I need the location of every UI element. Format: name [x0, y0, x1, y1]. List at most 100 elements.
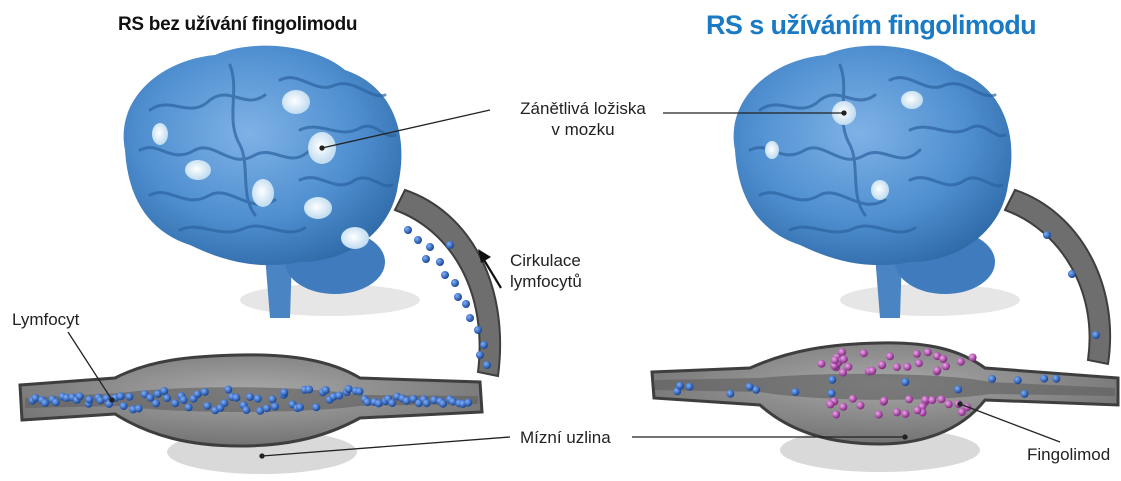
fingolimod-retained-cell [827, 400, 835, 408]
left-panel [20, 46, 500, 474]
fingolimod-retained-cell [831, 356, 839, 364]
circulation-label-line1: Cirkulace [510, 250, 582, 271]
circulation-label: Cirkulace lymfocytů [510, 250, 582, 292]
fingolimod-retained-cell [893, 363, 901, 371]
lesions-label-line1: Zánětlivá ložiska [508, 98, 658, 119]
lymphocyte-cell [126, 393, 134, 401]
lymphocyte-cell [242, 406, 250, 414]
fingolimod-label: Fingolimod [1027, 444, 1110, 465]
lymphocyte-label: Lymfocyt [12, 309, 79, 330]
lymphocyte-cell [828, 389, 836, 397]
lymphocyte-cell [163, 394, 171, 402]
fingolimod-retained-cell [838, 348, 846, 356]
fingolimod-retained-cell [939, 355, 947, 363]
lymphocyte-cell [726, 390, 734, 398]
lymphocyte-cell [375, 399, 383, 407]
lymphocyte-cell [1021, 390, 1029, 398]
lymphocyte-cell [246, 393, 254, 401]
lymphocyte-cell [280, 388, 288, 396]
lymphocyte-cell [201, 388, 209, 396]
fingolimod-retained-cell [905, 395, 913, 403]
fingolimod-retained-cell [832, 411, 840, 419]
lymphocyte-cell [322, 386, 330, 394]
lymphocyte-cell [160, 387, 168, 395]
lymphocyte-cell [269, 395, 277, 403]
fingolimod-retained-cell [868, 367, 876, 375]
lesions-label: Zánětlivá ložiska v mozku [508, 98, 658, 140]
lymphocyte-cell [296, 403, 304, 411]
fingolimod-retained-cell [893, 408, 901, 416]
fingolimod-retained-cell [914, 406, 922, 414]
lymphocyte-cell [439, 400, 447, 408]
fingolimod-retained-cell [969, 354, 977, 362]
lymphocyte-cell [41, 399, 49, 407]
lymphocyte-cell [254, 395, 262, 403]
fingolimod-retained-cell [942, 362, 950, 370]
lymphocyte-cell [152, 399, 160, 407]
fingolimod-retained-cell [875, 411, 883, 419]
fingolimod-retained-cell [860, 349, 868, 357]
lymphocyte-cell [263, 404, 271, 412]
lymphocyte-cell [305, 386, 313, 394]
lymphocyte-cell [363, 398, 371, 406]
lymphocyte-cell [232, 394, 240, 402]
fingolimod-retained-cell [840, 355, 848, 363]
lymphocyte-cell [120, 402, 128, 410]
lymphocyte-cell [988, 375, 996, 383]
lymphocyte-cell [194, 390, 202, 398]
lymphocyte-cell [335, 392, 343, 400]
fingolimod-retained-cell [878, 361, 886, 369]
lymphocyte-cell [224, 386, 232, 394]
title-left: RS bez užívání fingolimodu [118, 14, 357, 36]
lymphocyte-cell [203, 402, 211, 410]
fingolimod-callout-line [960, 404, 1060, 442]
lymphocyte-cell [356, 387, 364, 395]
lymphocyte-cell [135, 405, 143, 413]
circulation-label-line2: lymfocytů [510, 271, 582, 292]
fingolimod-retained-cell [849, 395, 857, 403]
lymphocyte-cell [146, 394, 154, 402]
fingolimod-retained-cell [902, 410, 910, 418]
lymphocyte-cell [85, 396, 93, 404]
lymphocyte-cell [791, 388, 799, 396]
fingolimod-retained-cell [886, 352, 894, 360]
lymphocyte-cell [403, 397, 411, 405]
fingolimod-retained-cell [937, 395, 945, 403]
lymphocyte-cell [117, 392, 125, 400]
lymphocyte-cell [828, 376, 836, 384]
fingolimod-retained-cell [839, 403, 847, 411]
fingolimod-retained-cell [921, 396, 929, 404]
fingolimod-retained-cell [945, 400, 953, 408]
lymphocyte-cell [76, 392, 84, 400]
lymphocyte-cell [901, 378, 909, 386]
fingolimod-retained-cell [818, 360, 826, 368]
lymphocyte-cell [345, 385, 353, 393]
title-right: RS s užíváním fingolimodu [706, 10, 1036, 41]
fingolimod-retained-cell [857, 401, 865, 409]
lymphocyte-cell [52, 398, 60, 406]
lymphocyte-cell [312, 403, 320, 411]
lymphocyte-cell [746, 383, 754, 391]
fingolimod-retained-cell [915, 359, 923, 367]
lymphocyte-cell [1040, 375, 1048, 383]
lymphocyte-cell [676, 382, 684, 390]
lymphocyte-cell [171, 399, 179, 407]
fingolimod-retained-cell [928, 396, 936, 404]
right-panel [652, 46, 1118, 472]
lymphocyte-cell [271, 403, 279, 411]
fingolimod-retained-cell [933, 366, 941, 374]
lymphocyte-cell [464, 399, 472, 407]
fingolimod-retained-cell [957, 358, 965, 366]
lymphocyte-cell [1014, 376, 1022, 384]
fingolimod-retained-cell [924, 348, 932, 356]
fingolimod-retained-cell [844, 363, 852, 371]
lymphocyte-cell [185, 403, 193, 411]
lymphocyte-cell [388, 399, 396, 407]
fingolimod-retained-cell [913, 350, 921, 358]
fingolimod-retained-cell [903, 363, 911, 371]
lymphocyte-cell [1052, 375, 1060, 383]
fingolimod-retained-cell [880, 397, 888, 405]
lymphocyte-cell [954, 385, 962, 393]
lymphocyte-cell [220, 399, 228, 407]
